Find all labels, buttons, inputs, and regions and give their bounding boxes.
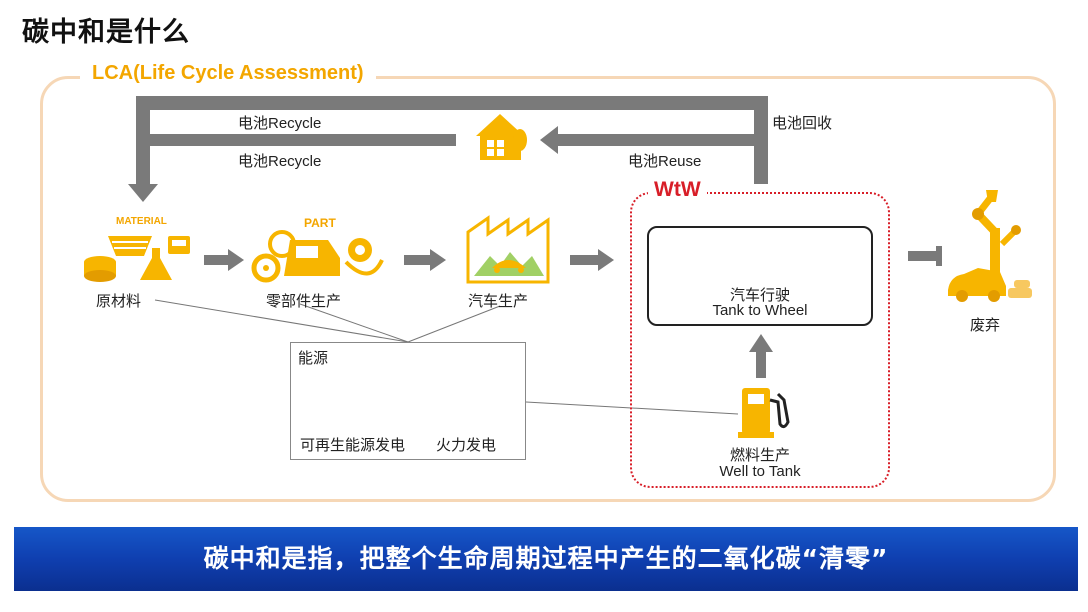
tank-to-wheel-box: [647, 226, 873, 326]
disposal-label: 废弃: [970, 317, 1001, 334]
part-tag: PART: [304, 216, 336, 230]
lca-frame: [40, 76, 1056, 502]
energy-title: 能源: [298, 350, 329, 367]
wtw-boundary: [630, 192, 890, 488]
factory-icon: [466, 215, 550, 284]
recycle-loop-arrows: [128, 96, 768, 202]
recycle-label-bottom: 电池Recycle: [238, 153, 322, 170]
house-icon: [476, 114, 527, 160]
driving-label-cn: 汽车行驶: [729, 287, 790, 304]
parts-icon: [251, 230, 384, 283]
summary-banner-text: 碳中和是指，把整个生命周期过程中产生的二氧化碳“清零”: [203, 544, 889, 573]
process-arrows: [204, 246, 942, 378]
raw-material-label: 原材料: [96, 293, 142, 310]
renewable-label: 可再生能源发电: [300, 437, 406, 454]
vehicle-production-label: 汽车生产: [468, 293, 529, 310]
scrap-robot-icon: [948, 190, 1032, 302]
recycle-label-top: 电池Recycle: [238, 115, 322, 132]
energy-box: [290, 342, 526, 460]
driving-label-en: Tank to Wheel: [712, 302, 808, 319]
summary-banner: [14, 527, 1078, 591]
page-title: 碳中和是什么: [22, 17, 190, 48]
lca-label: LCA(Life Cycle Assessment): [80, 62, 376, 85]
battery-reuse-label: 电池Reuse: [628, 153, 702, 170]
fuel-label-en: Well to Tank: [719, 463, 801, 480]
battery-recovery-label: 电池回收: [772, 115, 833, 132]
materials-icon: [84, 236, 190, 282]
wtw-label: WtW: [648, 178, 707, 202]
thermal-label: 火力发电: [436, 437, 497, 454]
fuel-pump-icon: [738, 388, 790, 438]
energy-connectors: [154, 299, 739, 415]
parts-production-label: 零部件生产: [266, 293, 342, 310]
material-tag: MATERIAL: [116, 216, 167, 227]
fuel-label-cn: 燃料生产: [729, 447, 790, 464]
